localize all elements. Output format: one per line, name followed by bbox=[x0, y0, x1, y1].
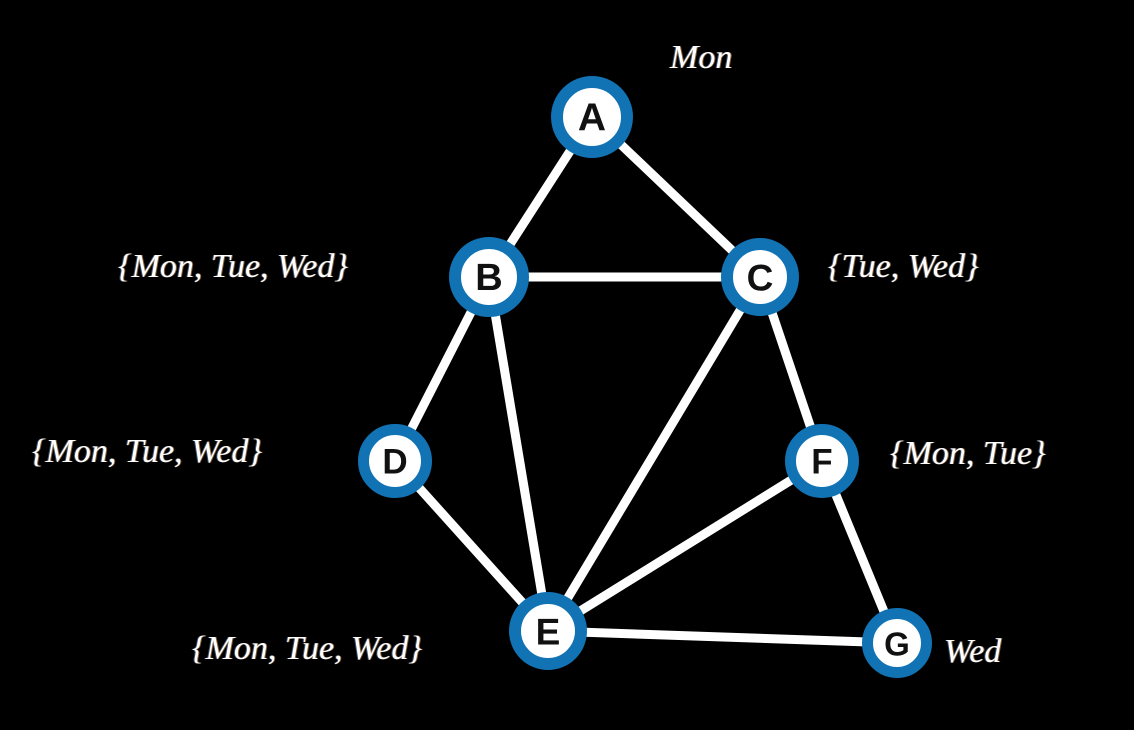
nodes-group: A B C D E F G bbox=[358, 76, 932, 678]
node-circle bbox=[551, 76, 633, 158]
domain-label-e: {Mon, Tue, Wed} bbox=[192, 630, 422, 667]
domain-label-g: Wed bbox=[944, 633, 1002, 670]
domain-label-c: {Tue, Wed} bbox=[828, 248, 979, 285]
node-circle bbox=[721, 238, 799, 316]
graph-node-f[interactable]: F bbox=[785, 424, 859, 498]
node-letter-b: B bbox=[475, 257, 502, 299]
node-circle bbox=[509, 592, 587, 670]
graph-edge bbox=[543, 456, 827, 636]
graph-node-e[interactable]: E bbox=[509, 592, 587, 670]
graph-node-d[interactable]: D bbox=[358, 424, 432, 498]
domain-label-f: {Mon, Tue} bbox=[890, 435, 1046, 472]
graph-node-a[interactable]: A bbox=[551, 76, 633, 158]
graph-edge bbox=[543, 626, 902, 648]
node-circle bbox=[862, 608, 932, 678]
domain-label-b: {Mon, Tue, Wed} bbox=[118, 248, 348, 285]
node-letter-g: G bbox=[884, 626, 910, 663]
node-circle bbox=[785, 424, 859, 498]
graph-edge bbox=[484, 272, 553, 636]
node-letter-a: A bbox=[578, 97, 606, 140]
graph-node-c[interactable]: C bbox=[721, 238, 799, 316]
edges-group bbox=[390, 112, 902, 648]
node-letter-f: F bbox=[811, 443, 832, 482]
node-circle bbox=[358, 424, 432, 498]
domain-label-d: {Mon, Tue, Wed} bbox=[32, 433, 262, 470]
graph-node-b[interactable]: B bbox=[449, 237, 529, 317]
domain-label-a: Mon bbox=[670, 39, 733, 76]
graph-edge bbox=[543, 272, 765, 636]
node-circle bbox=[449, 237, 529, 317]
node-letter-d: D bbox=[382, 443, 407, 482]
node-letter-c: C bbox=[747, 258, 774, 299]
node-letter-e: E bbox=[536, 612, 561, 653]
graph-node-g[interactable]: G bbox=[862, 608, 932, 678]
